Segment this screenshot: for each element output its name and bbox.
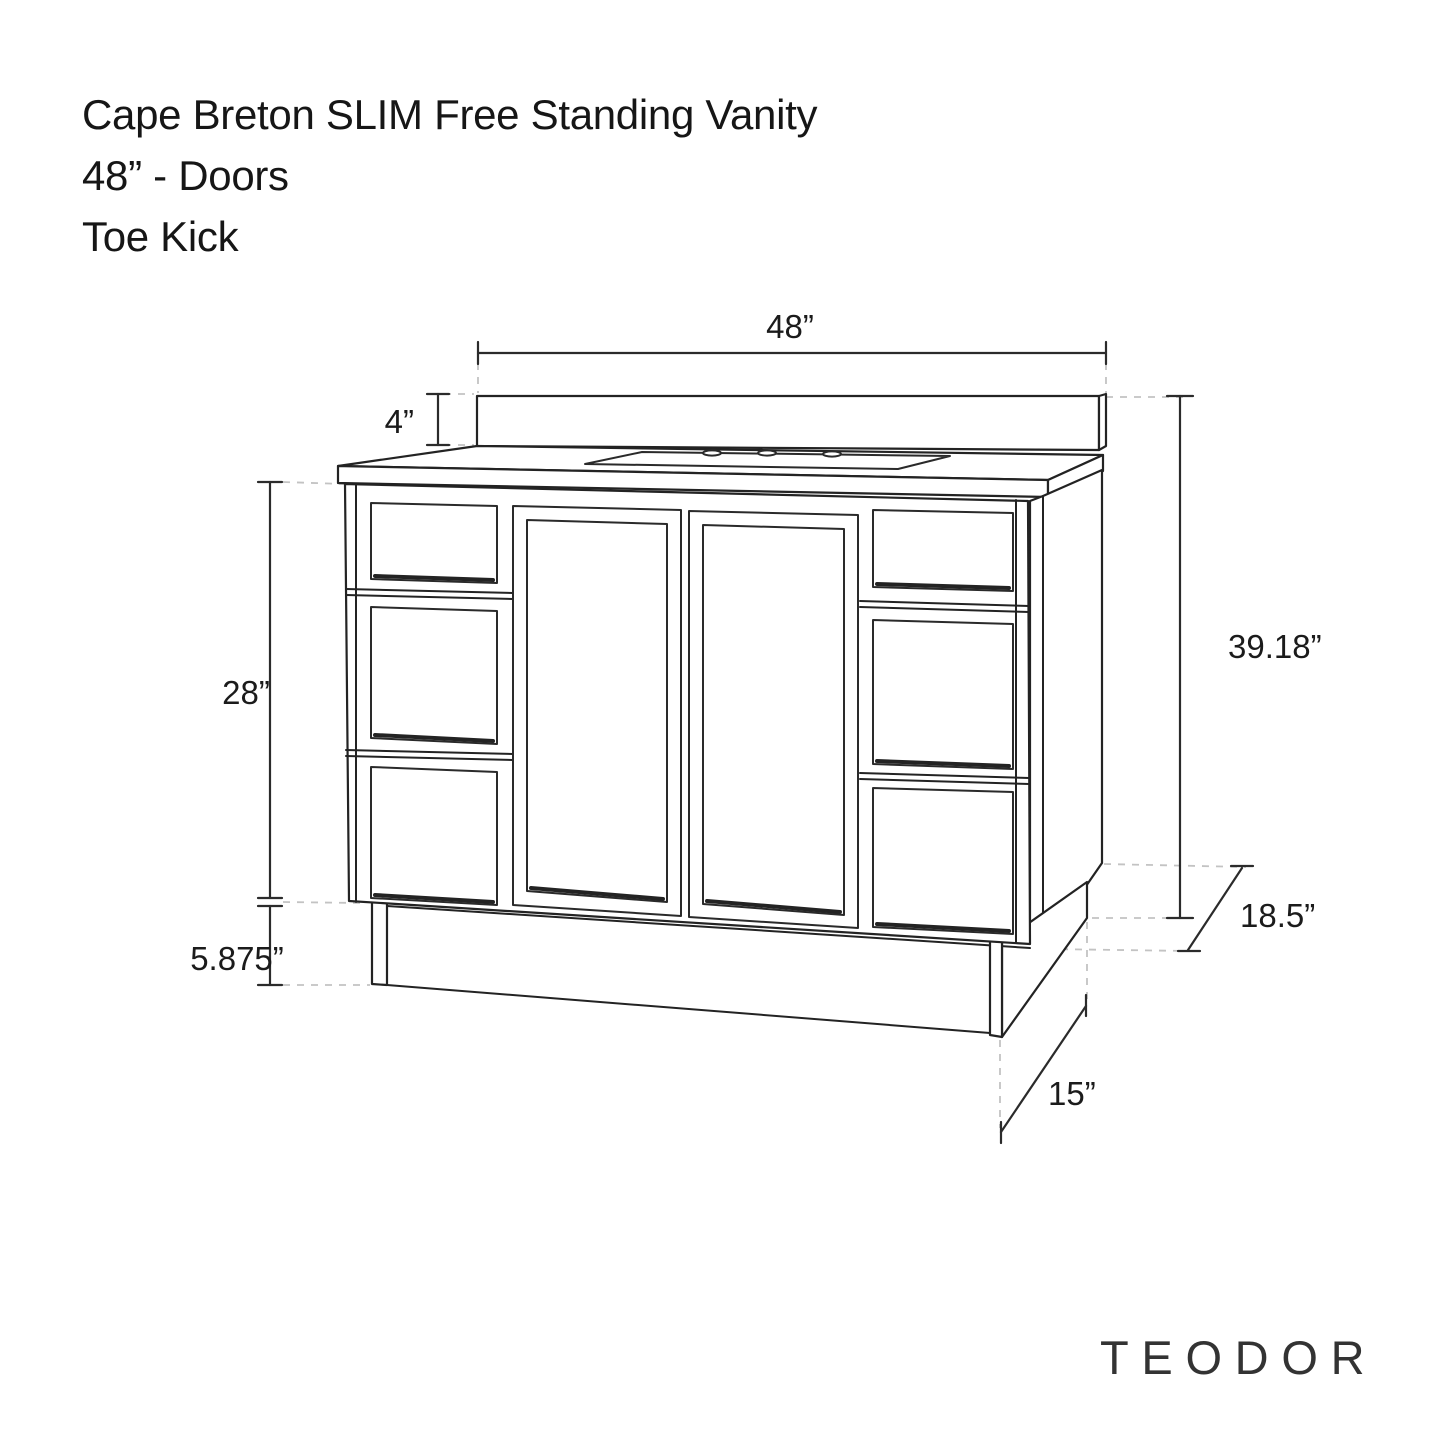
backsplash bbox=[475, 392, 1108, 452]
drawer-front bbox=[370, 606, 498, 745]
title-line-variant: Toe Kick bbox=[82, 213, 239, 260]
dimension-depth: 18.5” bbox=[1176, 864, 1315, 953]
label-toe-kick-depth: 15” bbox=[1048, 1075, 1096, 1112]
drawer-front bbox=[370, 766, 498, 906]
label-cabinet-height: 28” bbox=[222, 674, 270, 711]
label-toe-kick-height: 5.875” bbox=[190, 940, 284, 977]
cabinet-side-panel bbox=[1028, 468, 1104, 950]
sink-cutout bbox=[584, 449, 951, 470]
right-drawer-column bbox=[859, 509, 1030, 935]
toe-kick-leg-right bbox=[988, 939, 1004, 1039]
title-line-size: 48” - Doors bbox=[82, 152, 289, 199]
dimension-cabinet-height: 28” bbox=[222, 480, 284, 900]
dimension-overall-width: 48” bbox=[476, 308, 1108, 366]
drawer-front bbox=[872, 619, 1014, 770]
cabinet-front bbox=[343, 482, 1032, 946]
drawer-front bbox=[872, 787, 1014, 935]
label-total-height: 39.18” bbox=[1228, 628, 1322, 665]
faucet-hole bbox=[822, 450, 842, 458]
dimension-backsplash-height: 4” bbox=[385, 392, 451, 447]
left-drawer-column bbox=[345, 502, 514, 906]
label-depth: 18.5” bbox=[1240, 897, 1315, 934]
dimension-toe-kick-depth: 15” bbox=[999, 993, 1096, 1145]
dimension-total-height: 39.18” bbox=[1165, 394, 1322, 920]
faucet-hole bbox=[702, 449, 722, 457]
drawer-front bbox=[370, 502, 498, 584]
dimension-toe-kick-height: 5.875” bbox=[190, 904, 284, 987]
toe-kick bbox=[370, 880, 1089, 1039]
title-line-product: Cape Breton SLIM Free Standing Vanity bbox=[82, 91, 818, 138]
label-overall-width: 48” bbox=[766, 308, 814, 345]
drawer-front bbox=[872, 509, 1014, 592]
doors bbox=[512, 505, 859, 929]
toe-kick-leg-left bbox=[370, 900, 389, 987]
title-block: Cape Breton SLIM Free Standing Vanity 48… bbox=[82, 84, 818, 267]
brand-logo: TEODOR bbox=[1100, 1331, 1378, 1384]
faucet-hole bbox=[757, 449, 777, 457]
label-backsplash-height: 4” bbox=[385, 403, 414, 440]
